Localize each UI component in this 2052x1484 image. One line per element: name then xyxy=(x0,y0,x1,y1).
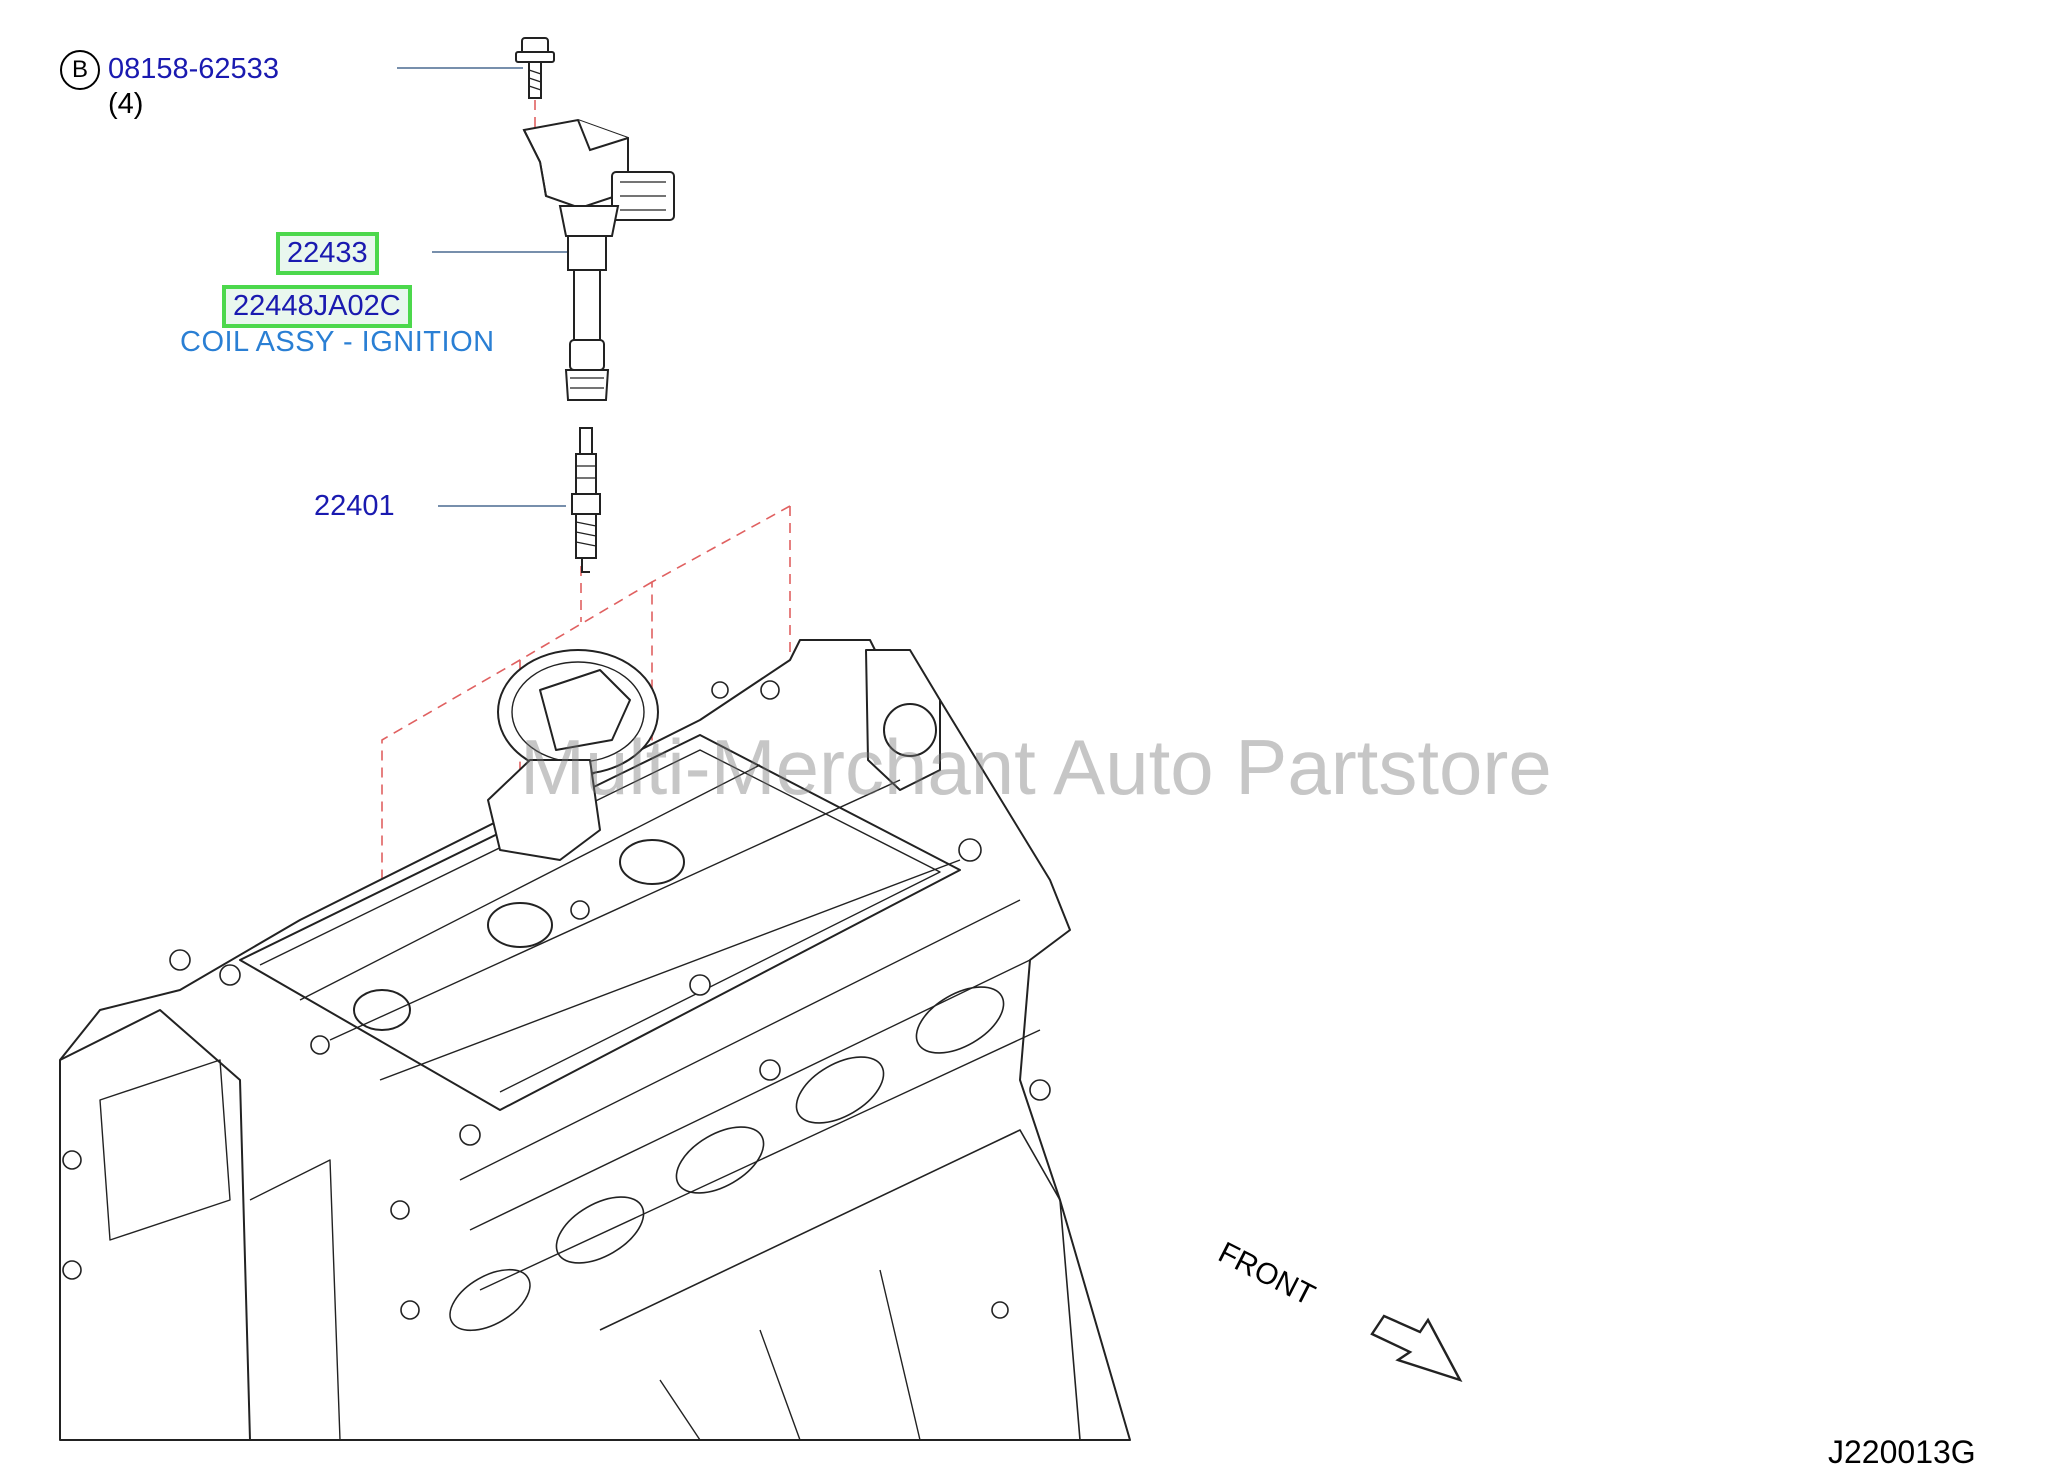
bolt-drawing xyxy=(515,37,555,99)
spark-plug-drawing xyxy=(571,427,601,573)
coil-reference-number[interactable]: 22433 xyxy=(276,232,379,275)
diagram-code: J220013G xyxy=(1828,1434,1976,1470)
engine-drawing xyxy=(59,639,1131,1441)
spark-plug-reference-number[interactable]: 22401 xyxy=(314,490,395,522)
coil-description: COIL ASSY - IGNITION xyxy=(180,326,495,358)
front-arrow-icon xyxy=(1370,1314,1463,1383)
coil-part-number[interactable]: 22448JA02C xyxy=(222,285,412,328)
ignition-coil-drawing xyxy=(522,118,675,401)
watermark: Multi-Merchant Auto Partstore xyxy=(520,723,1552,811)
leader-lines xyxy=(397,67,568,507)
bolt-part-number[interactable]: 08158-62533 xyxy=(108,53,279,85)
bolt-quantity: (4) xyxy=(108,88,144,120)
bolt-reference-badge: B xyxy=(60,50,100,90)
